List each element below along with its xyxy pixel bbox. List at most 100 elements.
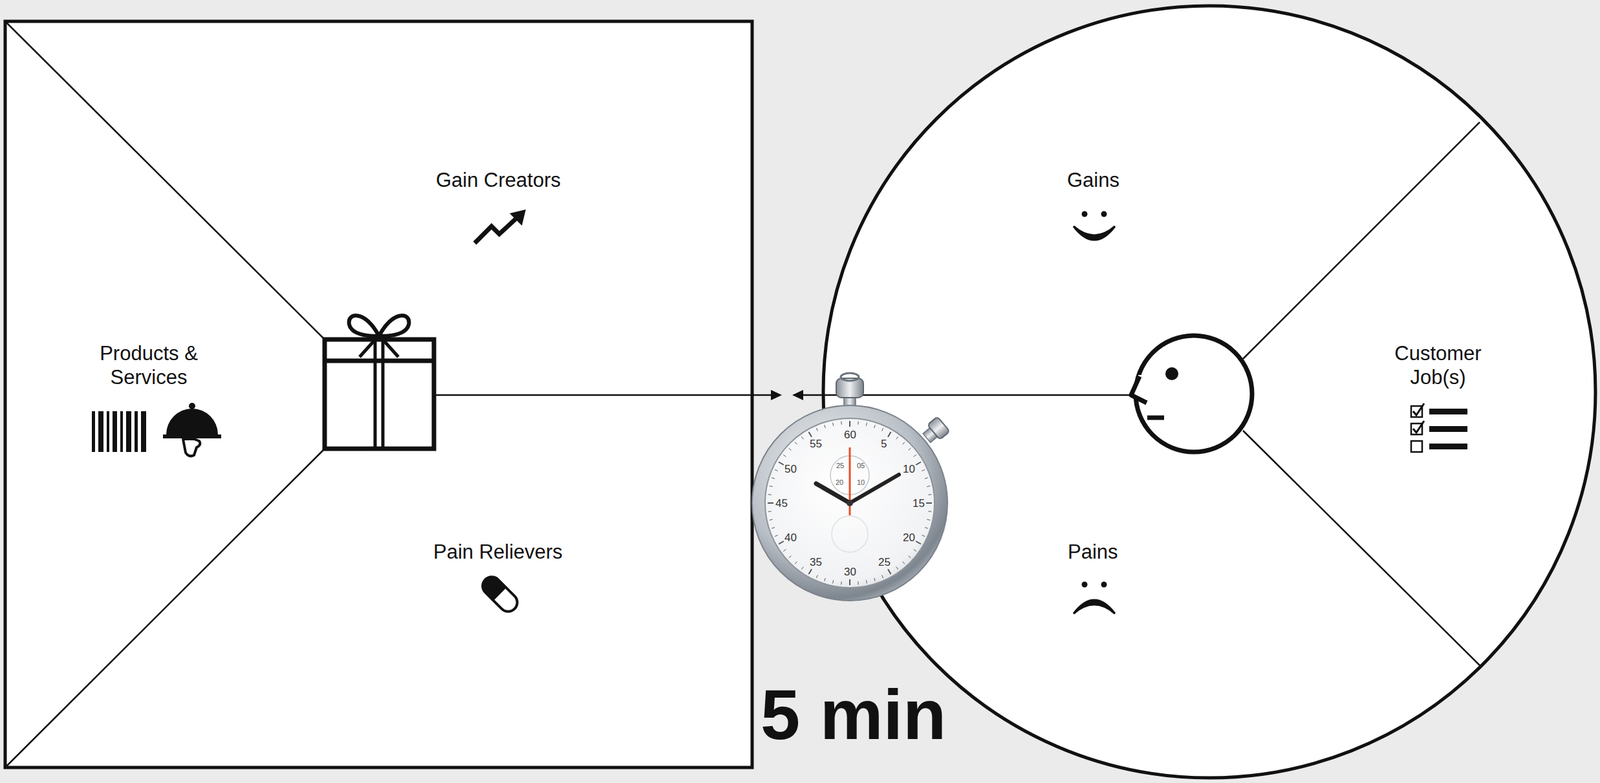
gift-bow (349, 315, 379, 337)
dial-number: 10 (902, 463, 916, 475)
divider-line (5, 448, 325, 768)
stopwatch-subdial (831, 516, 868, 553)
face-mouth (1147, 415, 1165, 421)
cloche-icon (162, 402, 222, 456)
pill-half (478, 572, 506, 601)
dial-number: 15 (912, 497, 925, 509)
dial-number: 25 (878, 556, 891, 568)
subdial-number: 25 (836, 462, 844, 470)
stopwatch-tick (908, 556, 912, 559)
stopwatch-tick (902, 442, 905, 445)
stopwatch-pivot (846, 499, 854, 507)
barcode-bar (91, 411, 96, 453)
stopwatch-tick (769, 519, 773, 520)
dial-number: 5 (880, 438, 887, 450)
check-mark (1413, 421, 1425, 433)
stopwatch-tick (840, 581, 843, 585)
barcode-bar (120, 411, 123, 453)
stopwatch-tick (865, 422, 867, 427)
section-title: Gains (1067, 168, 1120, 193)
section-title: Gain Creators (435, 168, 561, 193)
pill-icon (478, 572, 521, 616)
arrow-head (770, 389, 782, 401)
cloche-hand (183, 439, 200, 456)
stopwatch-tick (769, 486, 773, 487)
stopwatch-tick (824, 424, 826, 429)
divider-line (1243, 430, 1480, 666)
stopwatch-tick (849, 579, 851, 586)
stopwatch-tick (801, 567, 804, 570)
stopwatch-tick (928, 510, 932, 513)
face-nose-ground (1130, 375, 1146, 403)
stopwatch-tick (832, 422, 834, 427)
stopwatch-tick (902, 562, 905, 565)
gain-arrow-icon (474, 209, 526, 244)
check-bar (1429, 426, 1468, 433)
stopwatch-tick (887, 569, 892, 575)
subdial-number: 10 (856, 479, 865, 487)
gift-icon (324, 315, 434, 449)
stopwatch-tick (778, 462, 784, 466)
gift-ribbon-tail (359, 337, 399, 357)
barcode-bar (98, 411, 104, 453)
stopwatch-tick (794, 562, 797, 565)
stopwatch-tick (816, 428, 818, 432)
barcode-icon (91, 411, 147, 453)
stopwatch-tick (908, 448, 912, 451)
checklist-icon (1411, 403, 1468, 453)
barcode-bar (106, 411, 110, 453)
barcode-bar (140, 411, 147, 453)
smile-mouth (1073, 226, 1115, 240)
dial-number: 45 (775, 497, 788, 509)
dial-number: 40 (784, 532, 797, 544)
stopwatch-tick (783, 549, 786, 552)
stopwatch-tick (874, 578, 876, 582)
stopwatch-tick (915, 462, 921, 466)
smile-eye (1101, 211, 1108, 218)
stopwatch-tick (926, 502, 932, 504)
divider-line (1243, 122, 1480, 359)
stopwatch-tick (924, 477, 929, 480)
stopwatch-tick (794, 442, 797, 445)
frown-icon (1073, 582, 1115, 615)
stopwatch-tick (774, 469, 779, 471)
face-nose (1131, 376, 1147, 403)
canvas-section: Pain Relievers (433, 540, 563, 564)
stopwatch-tick (849, 421, 851, 427)
stopwatch-tick (832, 580, 834, 584)
subdial-number: 20 (835, 479, 844, 487)
customer-profile-circle (823, 5, 1596, 779)
stopwatch-tick (809, 569, 813, 575)
gift-bow (378, 315, 409, 337)
dial-number: 55 (809, 438, 822, 450)
stopwatch-tick (801, 436, 804, 440)
stopwatch-tick (913, 454, 917, 457)
barcode-bar (112, 411, 118, 453)
section-title: Products & Services (87, 341, 211, 390)
barcode-bar (126, 411, 132, 453)
smile-eye (1081, 211, 1088, 218)
stopwatch-tick (882, 428, 884, 432)
stopwatch-tick (816, 574, 818, 579)
stopwatch-tick (874, 424, 876, 429)
subdial-number: 05 (856, 462, 865, 470)
stopwatch-tick (789, 448, 792, 451)
gain-arrow-line (474, 218, 517, 244)
section-title: Pains (1067, 540, 1119, 564)
dial-number: 20 (902, 532, 916, 544)
dial-number: 30 (843, 566, 857, 578)
stopwatch-tick (768, 494, 772, 496)
canvas-section: Gain Creators (435, 168, 561, 193)
check-box (1411, 441, 1423, 453)
stopwatch-tick (865, 580, 867, 584)
stopwatch-tick (771, 527, 775, 530)
stopwatch-tick (921, 469, 925, 471)
face-head (1135, 335, 1253, 453)
stopwatch-tick (924, 527, 929, 530)
canvas-section: Products & Services (87, 341, 211, 390)
check-bar (1429, 443, 1468, 450)
stopwatch-tick (768, 510, 772, 513)
check-bar (1429, 408, 1468, 415)
stopwatch-tick (857, 421, 859, 425)
